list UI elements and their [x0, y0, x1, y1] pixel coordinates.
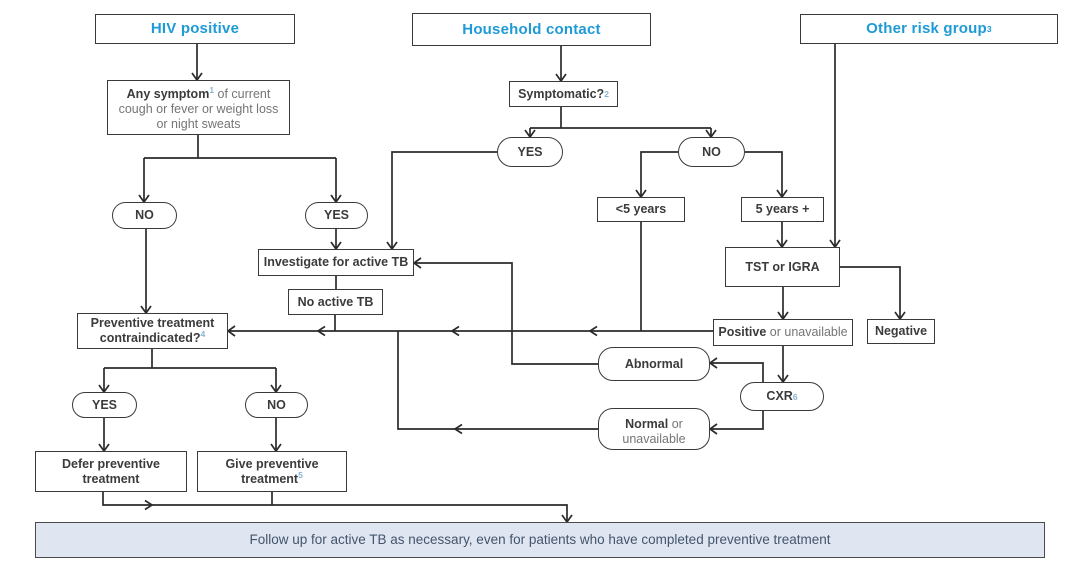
node-any-symptom: Any symptom1 of current cough or fever o…: [107, 80, 290, 135]
node-label: YES: [91, 397, 117, 412]
node-label: CXR: [766, 389, 793, 404]
node-label-detail: or unavailable: [622, 416, 686, 446]
node-label: YES: [323, 208, 349, 223]
node-label: Positive or unavailable: [718, 325, 847, 340]
node-investigate-active-tb: Investigate for active TB: [258, 249, 414, 276]
no-hh-to-over5: [745, 151, 788, 199]
node-label: Give preventive treatment5: [202, 457, 342, 487]
node-symptomatic: Symptomatic?2: [509, 81, 618, 107]
node-label: Investigate for active TB: [263, 255, 409, 270]
merge-to-bar: [102, 492, 573, 524]
node-label: NO: [702, 144, 721, 159]
chevron-right-icon: [144, 499, 154, 511]
node-under-5-years: <5 years: [597, 197, 685, 222]
node-household-contact: Household contact: [412, 13, 651, 46]
split-symptomatic: [530, 107, 711, 129]
node-yes-contraindicated: YES: [72, 392, 137, 418]
node-no-contraindicated: NO: [245, 392, 308, 418]
node-label: <5 years: [615, 202, 667, 217]
node-label: Symptomatic?: [518, 86, 605, 101]
node-label: Defer preventive treatment: [62, 456, 160, 486]
node-label: Negative: [874, 324, 928, 339]
split-contraindicated: [104, 349, 276, 369]
tst-to-negative: [840, 266, 906, 321]
node-label-line2: contraindicated?4: [99, 328, 206, 346]
node-hiv-positive: HIV positive: [95, 14, 295, 44]
node-label: HIV positive: [150, 20, 240, 38]
node-label-bold: Positive: [718, 325, 767, 340]
node-label: TST or IGRA: [745, 259, 820, 274]
node-no-active-tb: No active TB: [288, 289, 383, 315]
chevron-left-icon: [588, 325, 598, 337]
chevron-left-icon: [453, 423, 463, 435]
node-label: 5 years +: [755, 202, 810, 217]
node-positive-or-unavailable: Positive or unavailable: [713, 319, 853, 346]
abnormal-to-investigate: [412, 257, 598, 365]
node-label: NO: [267, 397, 286, 412]
node-label-line1: Preventive treatment: [90, 316, 215, 331]
split-any-symptom: [144, 135, 336, 159]
node-tst-or-igra: TST or IGRA: [725, 247, 840, 287]
node-label: Other risk group: [866, 20, 987, 38]
node-give-preventive-treatment: Give preventive treatment5: [197, 451, 347, 492]
footnote-marker: 4: [200, 328, 206, 339]
node-label-detail: of current cough or fever or weight loss…: [118, 87, 279, 131]
node-label: contraindicated?: [99, 331, 201, 345]
cxr-to-abnormal: [708, 357, 764, 383]
followup-bar-text: Follow up for active TB as necessary, ev…: [249, 532, 831, 548]
node-5-years-plus: 5 years +: [741, 197, 824, 222]
node-abnormal: Abnormal: [598, 347, 710, 381]
node-no-hiv: NO: [112, 202, 177, 229]
node-label-bold: Normal: [625, 416, 669, 431]
node-label: Abnormal: [624, 356, 684, 371]
node-label: Any symptom: [126, 87, 210, 102]
node-label: No active TB: [297, 294, 374, 309]
node-no-household: NO: [678, 137, 745, 167]
node-negative: Negative: [867, 319, 935, 344]
node-label: NO: [135, 208, 154, 223]
node-yes-household: YES: [497, 137, 563, 167]
node-yes-hiv: YES: [305, 202, 368, 229]
normal-riser: [397, 331, 598, 430]
node-label-detail: or unavailable: [766, 325, 848, 340]
node-normal-or-unavailable: Normal or unavailable: [598, 408, 710, 450]
chevron-left-icon: [450, 325, 460, 337]
node-label-bold: Give preventive treatment: [225, 456, 319, 486]
chevron-left-icon: [316, 325, 326, 337]
followup-bar: Follow up for active TB as necessary, ev…: [35, 522, 1045, 558]
cxr-to-normal: [708, 410, 764, 435]
node-label: Household contact: [462, 20, 601, 38]
node-preventive-treatment-contraindicated: Preventive treatment contraindicated?4: [77, 313, 228, 349]
node-defer-preventive-treatment: Defer preventive treatment: [35, 451, 187, 492]
footnote-marker: 1: [209, 85, 215, 96]
node-label: YES: [517, 144, 543, 159]
yes-hh-to-investigate: [386, 151, 497, 251]
footnote-marker: 5: [298, 469, 303, 480]
no-hh-to-under5: [635, 151, 678, 199]
